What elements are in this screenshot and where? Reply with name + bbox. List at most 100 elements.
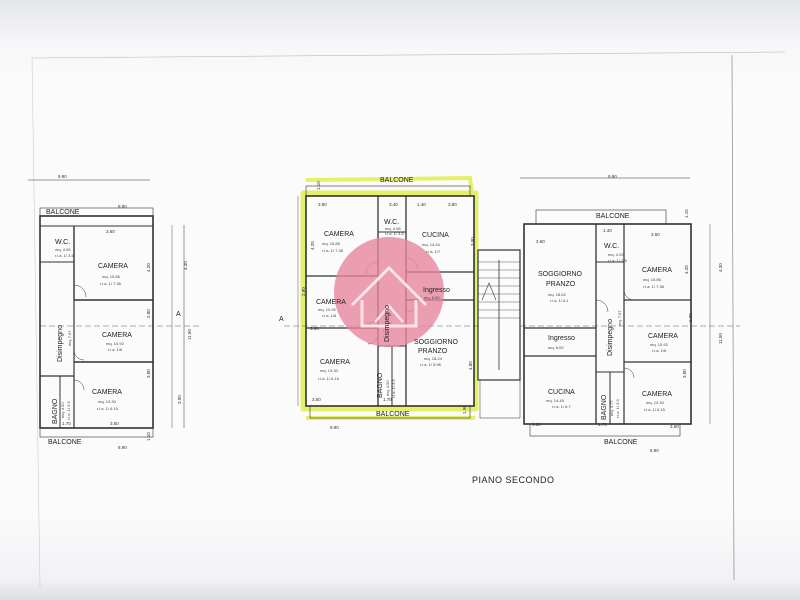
- left-dim-f: 3.50: [110, 421, 119, 426]
- right-bagno-area: mq. 4.77: [609, 400, 614, 416]
- right-dim-k: 11.50: [718, 333, 723, 344]
- center-camera3-name: CAMERA: [320, 359, 350, 366]
- center-camera2-ria: r.i.a. 1/6: [322, 313, 337, 318]
- right-cucina-area: mq. 14.45: [546, 398, 565, 403]
- center-dim-h: 1.70: [383, 397, 392, 402]
- center-cucina-area: mq. 14.44: [422, 242, 441, 247]
- left-camera3-area: mq. 13.30: [98, 399, 117, 404]
- center-dim-f: 3.90: [310, 326, 319, 331]
- center-dim-l: 3.90: [470, 237, 475, 246]
- left-disimpegno-name: Disimpegno: [57, 325, 64, 362]
- sheet-bottom-shadow: [0, 578, 800, 600]
- right-dim-h: 3.50: [670, 424, 679, 429]
- right-soggiorno-name: SOGGIORNO: [538, 271, 583, 278]
- center-bagno-name: BAGNO: [377, 372, 384, 398]
- watermark-logo: [334, 237, 444, 347]
- left-disimpegno-area: mq. 7.67: [67, 330, 72, 346]
- left-dim-c: 2.80: [146, 309, 151, 318]
- left-wc-name: W.C.: [55, 239, 70, 246]
- right-balcony-bottom: BALCONE: [604, 439, 638, 446]
- right-wc-area: mq. 4.20: [608, 252, 624, 257]
- center-dim-g: 3.50: [312, 397, 321, 402]
- center-dim-i: 4.80: [468, 361, 473, 370]
- plan-title: PIANO SECONDO: [472, 475, 555, 485]
- left-dim-g: 1.70: [62, 421, 71, 426]
- right-cucina-name: CUCINA: [548, 389, 575, 396]
- right-wc-name: W.C.: [604, 243, 619, 250]
- sheet-top-shadow: [0, 0, 800, 45]
- left-camera2-name: CAMERA: [102, 332, 132, 339]
- right-frame-line: [731, 54, 735, 581]
- center-pranzo-ria: r.i.a. 1/ 5.96: [420, 362, 442, 367]
- right-top-dim: 9.90: [608, 174, 617, 179]
- center-camera2-name: CAMERA: [316, 299, 346, 306]
- right-camera2-name: CAMERA: [648, 333, 678, 340]
- sheet-border-top: [31, 51, 786, 59]
- center-balcony-bottom: BALCONE: [376, 411, 410, 418]
- left-top-dim: 9.90: [58, 174, 67, 179]
- right-dim-i: 1.70: [598, 422, 607, 427]
- right-balcony-top: BALCONE: [596, 213, 630, 220]
- left-camera2-ria: r.i.a. 1/6: [108, 347, 123, 352]
- center-camera1-name: CAMERA: [324, 231, 354, 238]
- left-dim-e: 3.90: [177, 395, 182, 404]
- left-balcony-top: BALCONE: [46, 209, 80, 216]
- left-wc-area: mq. 4.06: [55, 247, 71, 252]
- center-ingresso-name: Ingresso: [423, 287, 450, 294]
- right-camera1-area: mq. 15.86: [643, 277, 662, 282]
- left-camera2-area: mq. 10.92: [106, 341, 125, 346]
- section-mark-left: A: [176, 311, 181, 318]
- section-mark-center: A: [279, 316, 284, 323]
- center-dim-j: 1.10: [316, 181, 321, 190]
- left-balcony-top-dim: 8.90: [118, 204, 127, 209]
- right-pranzo-area: mq. 18.62: [548, 292, 567, 297]
- center-dim-b: 1.40: [417, 202, 426, 207]
- left-camera1-ria: r.i.a. 1/ 7.38: [100, 281, 122, 286]
- right-camera3-name: CAMERA: [642, 391, 672, 398]
- center-pranzo-area: mq. 18.24: [424, 356, 443, 361]
- left-bagno-ria: r.i.a. 1/ 3.9: [66, 401, 71, 420]
- right-dim-l: 4.30: [718, 263, 723, 272]
- right-ingresso-area: mq. 6.00: [548, 345, 564, 350]
- right-bagno-name: BAGNO: [601, 394, 608, 420]
- right-cucina-ria: r.i.a. 1/ 6.7: [552, 404, 571, 409]
- center-wc-area: mq. 4.06: [385, 226, 401, 231]
- center-soggiorno-name: SOGGIORNO: [414, 339, 459, 346]
- left-wc-ria: r.i.a. 1/ 3.5: [55, 253, 74, 258]
- left-balcony-bottom: BALCONE: [48, 439, 82, 446]
- right-camera2-area: mq. 10.92: [650, 342, 669, 347]
- center-camera1-area: mq. 15.86: [322, 241, 341, 246]
- left-camera3-name: CAMERA: [92, 389, 122, 396]
- right-camera1-name: CAMERA: [642, 267, 672, 274]
- left-camera1-area: mq. 15.86: [102, 274, 121, 279]
- right-bagno-ria: r.i.a. 1/ 3.9: [615, 399, 620, 418]
- center-wc-name: W.C.: [384, 219, 399, 226]
- center-dim-d: 4.20: [310, 241, 315, 250]
- center-bagno-ria: r.i.a. 1/ 3.9: [391, 379, 396, 398]
- right-dim-e: 4.20: [684, 265, 689, 274]
- left-apartment: [28, 179, 200, 438]
- left-dim-h: 1.10: [146, 432, 151, 441]
- right-camera2-ria: r.i.a. 1/6: [652, 348, 667, 353]
- left-bagno-name: BAGNO: [52, 398, 59, 424]
- center-ingresso-area: mq. 6.00: [424, 295, 440, 300]
- left-camera3-ria: r.i.a. 1/ 6.15: [97, 406, 119, 411]
- left-camera1-name: CAMERA: [98, 263, 128, 270]
- right-apartment: [520, 177, 740, 437]
- center-dim-c: 3.80: [448, 202, 457, 207]
- left-dim-i: 11.50: [187, 329, 192, 340]
- right-ingresso-name: Ingresso: [548, 335, 575, 342]
- left-dim-b: 4.20: [146, 263, 151, 272]
- stairwell: [477, 249, 521, 419]
- right-camera3-ria: r.i.a. 1/ 6.15: [644, 407, 666, 412]
- center-dim-k: 1.90: [462, 405, 467, 414]
- right-dim-b: 1.40: [603, 228, 612, 233]
- right-dim-c: 3.60: [651, 232, 660, 237]
- right-dim-j: 1.15: [684, 209, 689, 218]
- highlight-outline: [300, 190, 479, 412]
- center-bagno-area: mq. 4.50: [385, 380, 390, 396]
- right-camera1-ria: r.i.a. 1/ 7.38: [643, 284, 665, 289]
- center-camera1-ria: r.i.a. 1/ 7.38: [322, 248, 344, 253]
